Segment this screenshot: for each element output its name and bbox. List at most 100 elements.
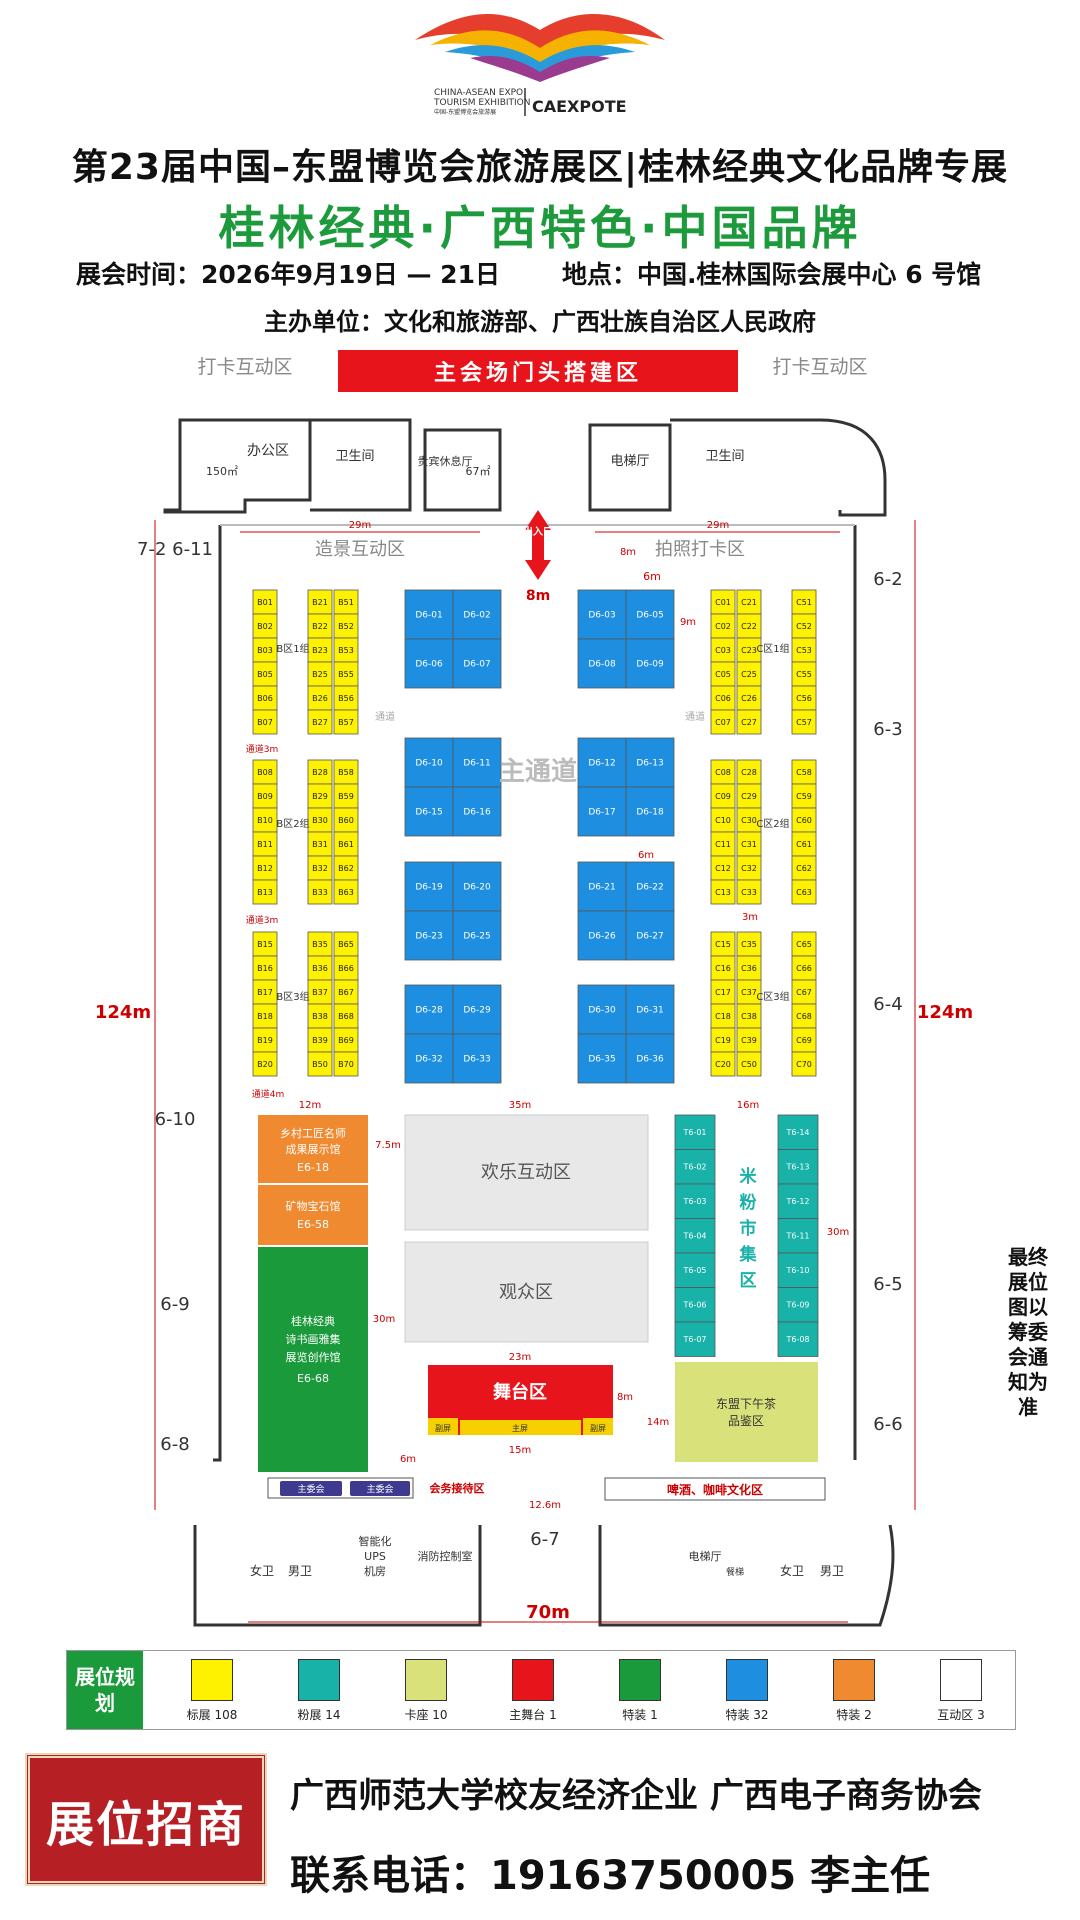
booth-d6-05-label: D6-05 [636, 611, 663, 621]
booth-c52-label: C52 [796, 622, 812, 631]
booth-b12-label: B12 [257, 864, 273, 873]
dim-6m-mid: 6m [638, 850, 654, 861]
hall-7-2-6-11: 7-2 6-11 [137, 539, 213, 560]
checkin-left-label: 打卡互动区 [197, 356, 292, 378]
dim-29m-right: 29m [707, 520, 729, 531]
elevator-top: 电梯厅 [610, 454, 649, 469]
booth-t6-13-label: T6-13 [785, 1163, 809, 1172]
booth-d6-31 [625, 984, 675, 1035]
booth-d6-19-label: D6-19 [415, 883, 443, 893]
booth-b53 [333, 637, 359, 663]
men-toilet-right: 男卫 [820, 1564, 844, 1578]
ups-line1: 智能化 [359, 1534, 392, 1548]
e618-line1: 乡村工匠名师 [280, 1126, 346, 1140]
booth-c28 [736, 759, 762, 785]
booth-c22 [736, 613, 762, 639]
legend-item: 互动区 3 [916, 1659, 1006, 1723]
booth-d6-23-label: D6-23 [415, 932, 442, 942]
booth-b01-label: B01 [257, 598, 273, 607]
booth-t6-11 [777, 1218, 819, 1254]
booth-c22-label: C22 [741, 622, 757, 631]
booth-c12 [710, 855, 736, 881]
afternoon-tea-line2: 品鉴区 [728, 1414, 764, 1428]
booth-c26-label: C26 [741, 694, 757, 703]
booth-d6-35-label: D6-35 [588, 1055, 615, 1065]
legend-swatch [619, 1659, 661, 1701]
booth-d6-18 [625, 786, 675, 837]
hall-6-6: 6-6 [873, 1414, 902, 1435]
pavilion-e6-58 [258, 1185, 368, 1245]
booth-d6-08-label: D6-08 [588, 660, 616, 670]
e618-line2: 成果展示馆 [286, 1142, 341, 1156]
hall-6-10: 6-10 [155, 1109, 196, 1130]
booth-b11-label: B11 [257, 840, 273, 849]
booth-b61 [333, 831, 359, 857]
booth-c27-label: C27 [741, 718, 757, 727]
aisle-4m: 通道4m [252, 1088, 285, 1100]
booth-b10-label: B10 [257, 816, 273, 825]
dim-124m-right: 124m [917, 1002, 973, 1023]
booth-c65-label: C65 [796, 940, 812, 949]
booth-b23-label: B23 [312, 646, 328, 655]
booth-b27 [307, 709, 333, 735]
booth-c51-label: C51 [796, 598, 812, 607]
booth-c50-label: C50 [741, 1060, 757, 1069]
hall-6-4: 6-4 [873, 994, 902, 1015]
booth-b61-label: B61 [338, 840, 354, 849]
booth-d6-03 [577, 589, 627, 640]
women-toilet-right: 女卫 [780, 1563, 804, 1578]
booth-d6-17-label: D6-17 [588, 808, 615, 818]
organizers: 广西师范大学校友经济企业 广西电子商务协会 [290, 1776, 982, 1816]
booth-d6-29-label: D6-29 [463, 1006, 491, 1016]
legend-swatch [512, 1659, 554, 1701]
booth-c31-label: C31 [741, 840, 757, 849]
audience-label: 观众区 [499, 1282, 553, 1303]
booth-d6-27 [625, 910, 675, 961]
booth-b57-label: B57 [338, 718, 354, 727]
booth-b59 [333, 783, 359, 809]
booth-invitation-stamp: 展位招商 [25, 1753, 267, 1886]
booth-b67 [333, 979, 359, 1005]
booth-c57 [791, 709, 817, 735]
ups-line2: UPS [364, 1550, 386, 1563]
logo-brand: CAEXPOTE [532, 97, 627, 116]
booth-b51-label: B51 [338, 598, 354, 607]
legend-swatch [726, 1659, 768, 1701]
booth-c63-label: C63 [796, 888, 812, 897]
booth-c30-label: C30 [741, 816, 757, 825]
final-layout-note: 最终展位图以筹委会通知为准 [1008, 1245, 1048, 1419]
booth-c69-label: C69 [796, 1036, 812, 1045]
e668-line3: 展览创作馆 [286, 1350, 341, 1364]
booth-c03 [710, 637, 736, 663]
legend-item: 特装 2 [809, 1659, 899, 1723]
booth-b08-label: B08 [257, 768, 273, 777]
legend-label: 特装 1 [622, 1708, 658, 1722]
booth-d6-28-label: D6-28 [415, 1006, 443, 1016]
afternoon-tea-zone [675, 1362, 818, 1462]
booth-c53 [791, 637, 817, 663]
booth-d6-09-label: D6-09 [636, 660, 664, 670]
booth-b31-label: B31 [312, 840, 328, 849]
booth-c38-label: C38 [741, 1012, 757, 1021]
booth-t6-05 [674, 1252, 716, 1288]
logo-line3: 中国-东盟博览会旅游展 [434, 108, 496, 116]
booth-b65 [333, 931, 359, 957]
legend-label: 卡座 10 [404, 1708, 448, 1722]
booth-t6-05-label: T6-05 [682, 1266, 706, 1275]
booth-c39 [736, 1027, 762, 1053]
aisle-right: 通道 [685, 710, 705, 723]
booth-b23 [307, 637, 333, 663]
booth-c12-label: C12 [715, 864, 731, 873]
booth-b57 [333, 709, 359, 735]
c-group1-label: C区1组 [756, 642, 789, 655]
beer-coffee-zone [604, 1477, 826, 1501]
c-group3-label: C区3组 [756, 990, 789, 1003]
dining-elevator: 餐梯 [726, 1566, 744, 1578]
dim-14m: 14m [647, 1417, 669, 1428]
host-organizer: 主办单位：文化和旅游部、广西壮族自治区人民政府 [264, 308, 816, 336]
booth-b62-label: B62 [338, 864, 354, 873]
booth-c13 [710, 879, 736, 905]
booth-d6-13 [625, 737, 675, 788]
booth-t6-10-label: T6-10 [785, 1266, 809, 1275]
booth-t6-12-label: T6-12 [785, 1197, 809, 1206]
